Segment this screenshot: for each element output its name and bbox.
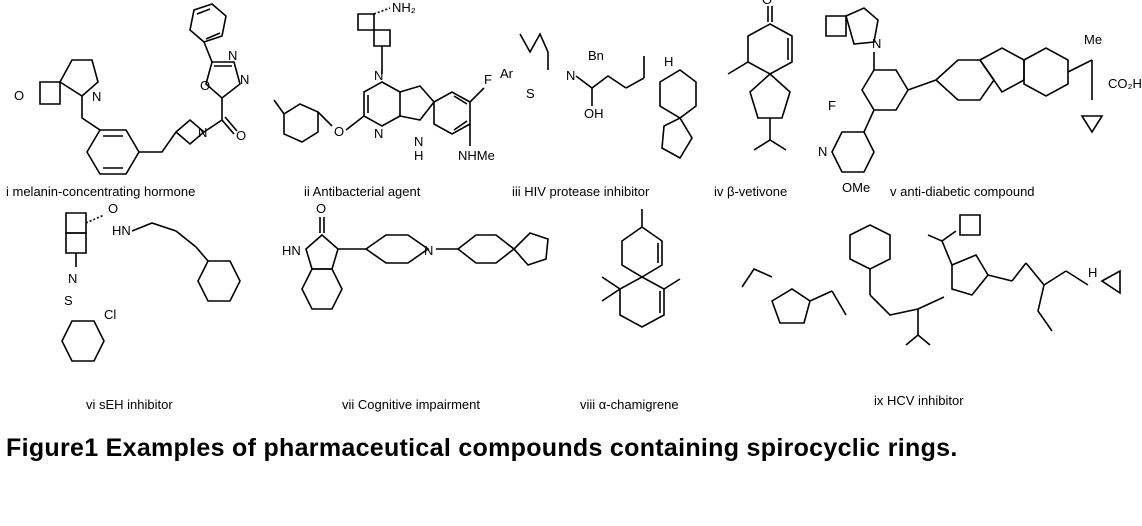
atom-f: F — [484, 72, 492, 87]
compound-ix-structure: H — [741, 214, 1121, 346]
atom-cl: Cl — [104, 307, 116, 322]
compound-iii-structure: Ar S N Bn OH H — [500, 32, 697, 160]
atom-n: N — [872, 36, 881, 51]
atom-n-pyr: N — [374, 126, 383, 141]
compound-viii-structure — [601, 209, 681, 328]
atom-s: S — [64, 293, 73, 308]
atom-n-pyridine: N — [818, 144, 827, 159]
compound-i-structure: O N N O O N N — [14, 3, 249, 175]
caption-iii: iii HIV protease inhibitor — [512, 184, 650, 199]
atom-h-pyrrole: H — [414, 148, 423, 163]
caption-viii: viii α-chamigrene — [580, 397, 679, 412]
hn-label: HN — [112, 223, 131, 238]
nhme-label: NHMe — [458, 148, 495, 163]
caption-ix: ix HCV inhibitor — [874, 393, 964, 408]
atom-n: N — [92, 89, 101, 104]
atom-o: O — [108, 201, 118, 216]
atom-o: O — [334, 124, 344, 139]
compound-iv-structure: O — [727, 0, 793, 151]
caption-ii: ii Antibacterial agent — [304, 184, 421, 199]
atom-n-ring1: N — [240, 72, 249, 87]
ar-label: Ar — [500, 66, 514, 81]
caption-v: v anti-diabetic compound — [890, 184, 1035, 199]
atom-n: N — [68, 271, 77, 286]
atom-h: H — [664, 54, 673, 69]
figure-caption: Figure1 Examples of pharmaceutical compo… — [6, 434, 958, 462]
compound-vi: O HN N S Cl vi sEH inhibitor — [0, 201, 260, 420]
atom-n-azetidine: N — [198, 125, 207, 140]
compound-i: O N N O O N N i melanin-concentrating ho… — [0, 0, 260, 205]
me-label: Me — [1084, 32, 1102, 47]
atom-o: O — [316, 201, 326, 216]
hn-label: HN — [282, 243, 301, 258]
compound-ii: NH₂ F NHMe N H O N N ii Antibacterial ag… — [262, 0, 512, 205]
atom-o-carbonyl: O — [236, 128, 246, 143]
ome-label: OMe — [842, 180, 870, 195]
atom-n-az: N — [374, 68, 383, 83]
caption-vii: vii Cognitive impairment — [342, 397, 480, 412]
compound-vii-structure: O HN N — [282, 201, 549, 310]
co2h-label: CO₂H — [1108, 76, 1142, 91]
atom-o: O — [762, 0, 772, 7]
caption-i: i melanin-concentrating hormone — [6, 184, 196, 199]
compound-viii: viii α-chamigrene — [562, 205, 722, 420]
amine-label: NH₂ — [392, 0, 416, 15]
atom-h: H — [1088, 265, 1097, 280]
atom-f: F — [828, 98, 836, 113]
compound-iii: Ar S N Bn OH H iii HIV protease inhibito… — [496, 0, 706, 205]
caption-vi: vi sEH inhibitor — [86, 397, 173, 412]
atom-o-ring: O — [200, 78, 210, 93]
atom-n-piperidine: N — [424, 243, 433, 258]
compound-ix: H ix HCV inhibitor — [722, 205, 1142, 420]
atom-n-sulfonamide: N — [566, 68, 575, 83]
bn-label: Bn — [588, 48, 604, 63]
compound-v-structure: N F N OMe Me CO₂H — [818, 7, 1142, 195]
compound-v: N F N OMe Me CO₂H v anti-diabetic compou… — [812, 0, 1142, 205]
atom-o: O — [14, 88, 24, 103]
compound-vi-structure: O HN N S Cl — [61, 201, 241, 362]
compound-iv: O iv β-vetivone — [706, 0, 828, 205]
atom-n-pyrrole: N — [414, 134, 423, 149]
atom-s: S — [526, 86, 535, 101]
compound-vii: O HN N vii Cognitive impairment — [262, 201, 562, 420]
caption-iv: iv β-vetivone — [714, 184, 788, 199]
atom-n-ring2: N — [228, 48, 237, 63]
compound-ii-structure: NH₂ F NHMe N H O N N — [273, 0, 495, 163]
oh-label: OH — [584, 106, 604, 121]
